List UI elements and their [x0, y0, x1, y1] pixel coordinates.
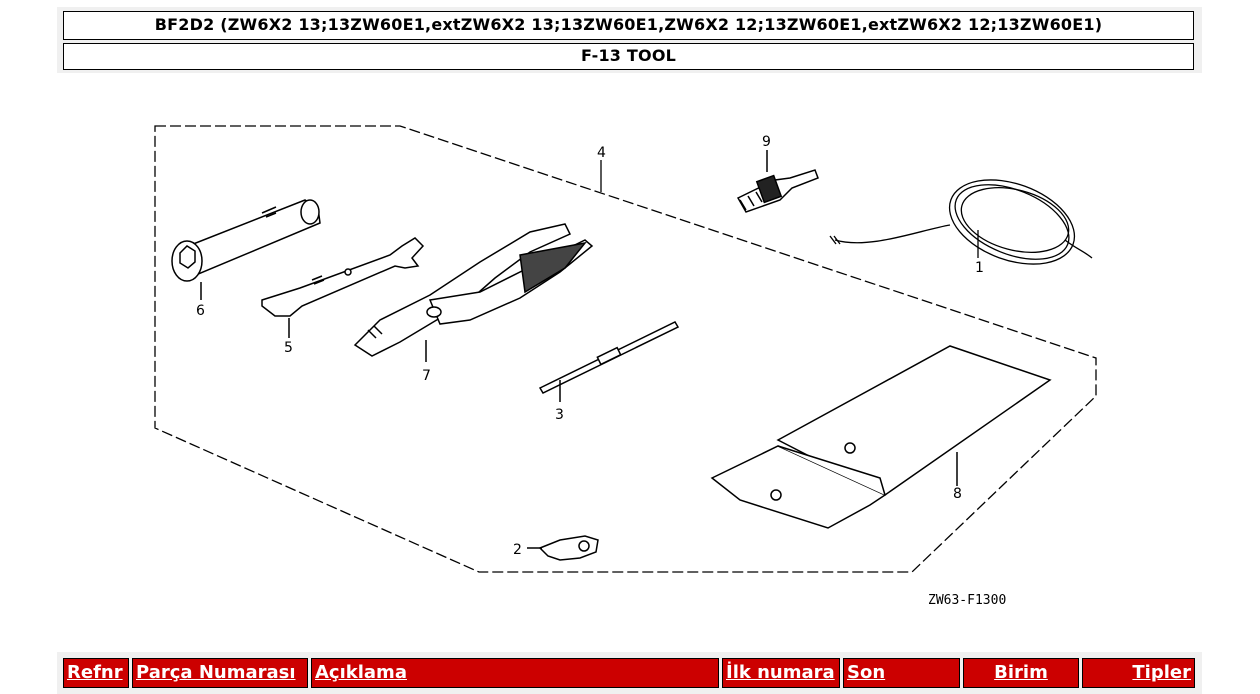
col-header-last[interactable]: Son: [843, 658, 960, 688]
spark-plug[interactable]: [736, 150, 819, 213]
open-end-wrench[interactable]: [261, 237, 425, 338]
screwdriver[interactable]: [538, 321, 680, 402]
callout-6[interactable]: 6: [196, 303, 205, 319]
callout-2[interactable]: 2: [513, 542, 522, 558]
callout-5[interactable]: 5: [284, 340, 293, 356]
callout-9[interactable]: 9: [762, 134, 771, 150]
model-title: BF2D2 (ZW6X2 13;13ZW60E1,extZW6X2 13;13Z…: [63, 11, 1194, 40]
callout-1[interactable]: 1: [975, 260, 984, 276]
callout-7[interactable]: 7: [422, 368, 431, 384]
section-title: F-13 TOOL: [63, 43, 1194, 70]
header-panel: BF2D2 (ZW6X2 13;13ZW60E1,extZW6X2 13;13Z…: [57, 7, 1202, 73]
col-header-unit[interactable]: Birim: [963, 658, 1079, 688]
col-header-part-number[interactable]: Parça Numarası: [132, 658, 308, 688]
callout-4[interactable]: 4: [597, 145, 606, 161]
col-header-first-number[interactable]: İlk numara: [722, 658, 840, 688]
stop-switch-clip[interactable]: [527, 535, 599, 561]
callout-3[interactable]: 3: [555, 407, 564, 423]
tube-wrench[interactable]: [171, 199, 321, 300]
col-header-types[interactable]: Tipler: [1082, 658, 1195, 688]
parts-table-header: Refnr Parça Numarası Açıklama İlk numara…: [57, 652, 1202, 694]
kit-outline: [154, 125, 1097, 573]
starter-rope[interactable]: [829, 164, 1093, 280]
drawing-code: ZW63-F1300: [928, 593, 1006, 608]
tool-bag[interactable]: [710, 345, 1052, 529]
col-header-refnr[interactable]: Refnr: [63, 658, 129, 688]
callout-8[interactable]: 8: [953, 486, 962, 502]
col-header-description[interactable]: Açıklama: [311, 658, 719, 688]
slip-joint-pliers[interactable]: [353, 223, 594, 362]
